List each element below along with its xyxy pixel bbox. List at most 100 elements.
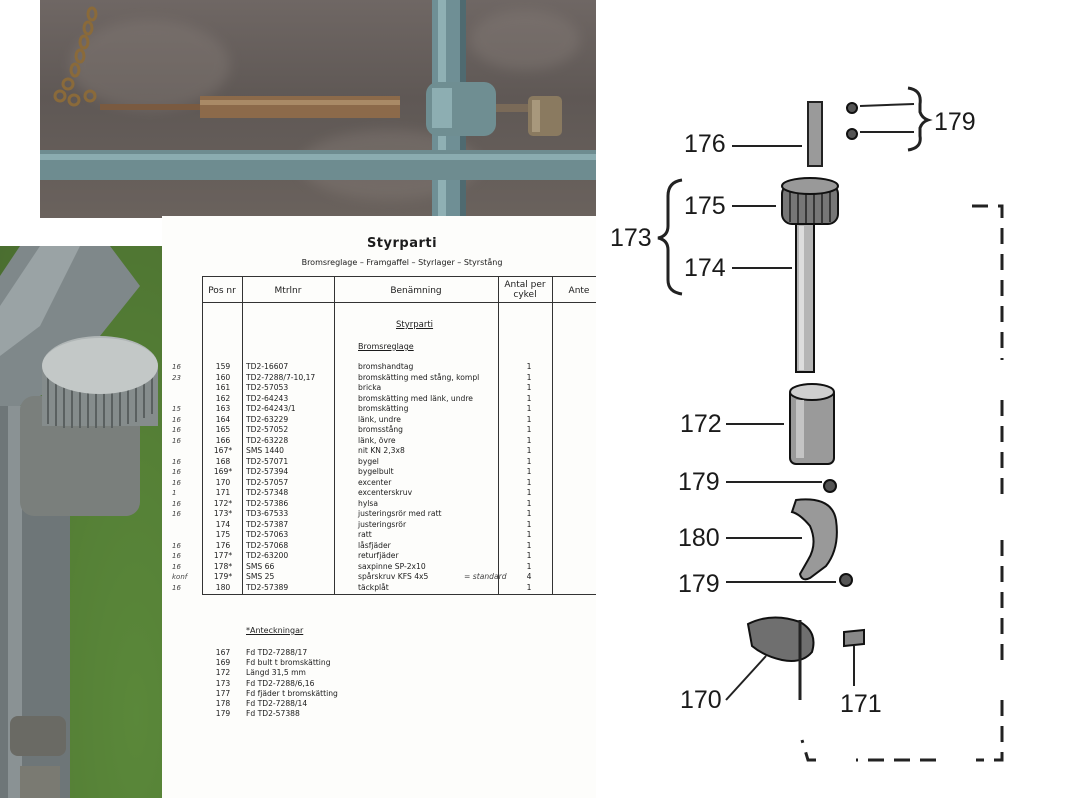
row-pos: 172*	[213, 498, 233, 508]
row-mark: 1	[172, 489, 177, 497]
header-benamning: Benämning	[390, 286, 442, 296]
row-antal: 1	[526, 540, 532, 550]
row-pos: 171	[215, 488, 231, 497]
row-mark: konf	[172, 573, 188, 581]
row-mark: 16	[172, 499, 181, 508]
row-pos: 162	[215, 393, 231, 403]
row-mtrlnr: TD2-16607	[246, 362, 289, 371]
row-antal: 1	[526, 425, 532, 434]
row-benamning: bromskätting	[358, 404, 409, 413]
label-172: 172	[680, 410, 722, 438]
note-pos: 178	[215, 699, 231, 708]
notes-title: *Anteckningar	[246, 626, 304, 635]
row-antal: 1	[526, 456, 532, 466]
row-antal: 1	[526, 488, 532, 497]
row-mark: 16	[172, 457, 181, 466]
row-pos: 170	[215, 477, 231, 487]
row-mtrlnr: TD3-67533	[246, 509, 289, 518]
row-mtrlnr: TD2-57348	[246, 488, 289, 497]
label-179-middle: 179	[678, 468, 720, 496]
row-mark: 16	[172, 426, 181, 434]
row-benamning: bromshandtag	[358, 362, 414, 371]
note-pos: 177	[215, 688, 231, 698]
row-pos: 164	[215, 414, 231, 424]
note-text: Fd TD2-7288/14	[246, 699, 308, 708]
row-benamning: justeringsrör med ratt	[358, 509, 442, 518]
row-mtrlnr: TD2-64243/1	[246, 404, 296, 413]
note-pos: 169	[215, 658, 231, 668]
row-benamning: hylsa	[358, 498, 379, 508]
note-pos: 172	[215, 668, 231, 678]
row-mtrlnr: TD2-57387	[246, 519, 289, 529]
part-171-excenter-screw	[843, 628, 865, 648]
row-pos: 166	[215, 435, 231, 445]
part-174-adjusting-tube	[795, 223, 815, 373]
table-col-rule	[552, 276, 553, 594]
row-benamning: bromskätting med stång, kompl	[358, 372, 480, 382]
row-benamning: bromsstång	[358, 425, 403, 434]
subsection-heading: Bromsreglage	[358, 342, 414, 351]
row-benamning: spårskruv KFS 4x5	[358, 572, 429, 581]
row-pos: 179*	[213, 572, 233, 581]
label-179-top: 179	[934, 108, 976, 136]
row-mark: 16	[172, 415, 181, 424]
row-mtrlnr: TD2-63228	[246, 435, 289, 445]
row-mtrlnr: TD2-63229	[246, 414, 289, 424]
row-mtrlnr: SMS 66	[246, 561, 275, 571]
row-pos: 178*	[213, 561, 233, 571]
row-antal: 1	[526, 404, 532, 413]
table-bottom-rule	[202, 594, 596, 595]
row-mark: 16	[172, 478, 181, 487]
row-benamning: bygelbult	[358, 467, 394, 476]
row-antal: 1	[526, 372, 532, 382]
header-mtrlnr: Mtrlnr	[274, 286, 302, 296]
note-row: 179 Fd TD2-57388	[162, 709, 596, 719]
row-mtrlnr: TD2-57053	[246, 383, 289, 392]
row-antal: 1	[526, 519, 532, 529]
row-pos: 163	[215, 404, 231, 413]
document-title: Styrparti	[366, 236, 438, 251]
row-benamning: ratt	[358, 530, 372, 539]
part-179-screw	[846, 128, 858, 140]
row-antal: 1	[526, 477, 532, 487]
part-179-screw	[823, 479, 837, 493]
row-mark: 16	[172, 541, 181, 550]
row-benamning: täckplåt	[358, 582, 389, 592]
row-mtrlnr: SMS 1440	[246, 446, 284, 455]
row-antal: 4	[526, 572, 532, 581]
row-benamning: länk, övre	[358, 435, 396, 445]
row-pos: 180	[215, 582, 231, 592]
note-text: Fd TD2-7288/6,16	[246, 678, 315, 688]
row-mtrlnr: TD2-57389	[246, 582, 289, 592]
row-antal: 1	[526, 561, 532, 571]
label-174: 174	[684, 254, 726, 282]
row-mtrlnr: TD2-57394	[246, 467, 289, 476]
row-pos: 176	[215, 540, 231, 550]
table-col-rule	[202, 276, 203, 594]
note-text: Fd TD2-57388	[246, 709, 300, 719]
row-antal: 1	[526, 582, 532, 592]
row-pos: 167*	[213, 446, 233, 455]
note-pos: 179	[215, 709, 231, 719]
row-antal: 1	[526, 498, 532, 508]
note-pos: 167	[215, 648, 231, 657]
header-extra: Ante	[568, 286, 590, 296]
row-mtrlnr: TD2-57068	[246, 540, 289, 550]
parts-list-document: Styrparti Bromsreglage – Framgaffel – St…	[162, 216, 596, 798]
row-mark: 23	[172, 373, 181, 382]
row-pos: 161	[215, 383, 231, 392]
